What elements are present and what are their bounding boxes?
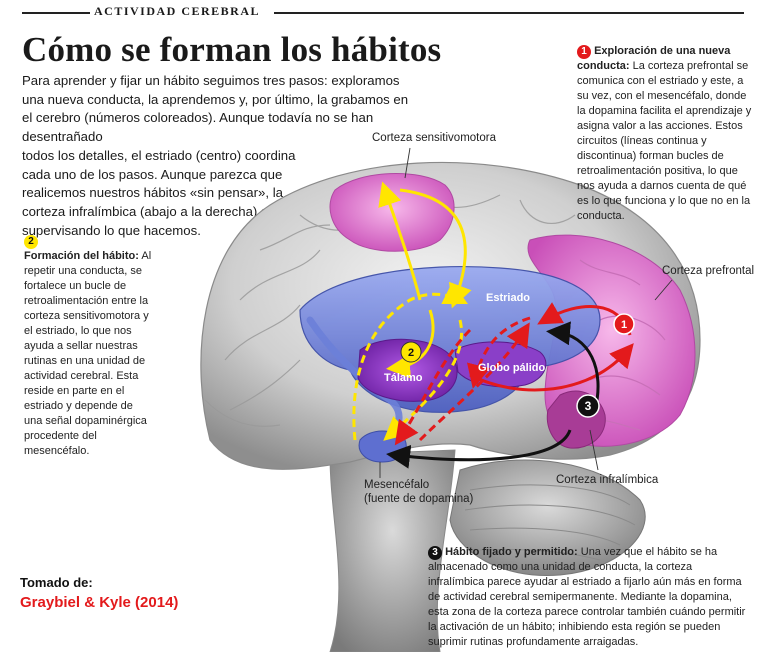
svg-text:2: 2 <box>408 347 414 359</box>
svg-text:1: 1 <box>621 319 627 331</box>
step-2-title: Formación del hábito: <box>24 250 139 262</box>
step-3-box: 3 Hábito fijado y permitido: Una vez que… <box>428 545 750 650</box>
step-3-text: Una vez que el hábito se ha almacenado c… <box>428 546 746 648</box>
marker-2: 2 <box>400 341 422 363</box>
label-thalamus: Tálamo <box>384 372 423 384</box>
step-1-title: Exploración de una nueva conducta: <box>577 45 731 72</box>
yellow-loop-dashed-b <box>352 282 469 441</box>
intro-paragraph-1: Para aprender y fijar un hábito seguimos… <box>22 73 409 145</box>
section-label: ACTIVIDAD CEREBRAL <box>94 4 261 18</box>
step-1-number: 1 <box>577 45 591 59</box>
step-1-text: La corteza prefrontal se comunica con el… <box>577 60 752 222</box>
step-2-box: 2 Formación del hábito: Al repetir una c… <box>24 234 154 459</box>
label-prefrontal: Corteza prefrontal <box>662 265 755 277</box>
step-2-number: 2 <box>24 235 38 249</box>
red-loop-dashed-c <box>418 322 530 442</box>
label-infralimbic: Corteza infralímbica <box>556 474 659 486</box>
yellow-loop-solid-c <box>386 309 435 379</box>
step-3-number: 3 <box>428 546 442 560</box>
header-rule-right <box>274 12 744 14</box>
credit-label: Tomado de: <box>20 575 93 590</box>
midbrain <box>358 430 407 463</box>
header-rule-left <box>22 12 90 14</box>
black-loop-a <box>386 429 572 469</box>
pointer-sensorimotor <box>404 147 411 179</box>
label-midbrain-note: (fuente de dopamina) <box>364 493 474 505</box>
label-sensorimotor: Corteza sensitivomotora <box>372 132 496 144</box>
brainstem <box>329 449 456 652</box>
step-2-text: Al repetir una conducta, se fortalece un… <box>24 250 152 457</box>
svg-text:3: 3 <box>585 399 592 413</box>
pointer-prefrontal <box>654 279 673 301</box>
cerebellum <box>449 459 646 577</box>
intro-text: Para aprender y fijar un hábito seguimos… <box>22 72 417 240</box>
credit-source: Graybiel & Kyle (2014) <box>20 594 179 611</box>
intro-paragraph-2: todos los detalles, el estriado (centro)… <box>22 147 296 238</box>
label-midbrain: Mesencéfalo <box>364 479 430 491</box>
marker-1: 1 <box>613 313 635 335</box>
page-title: Cómo se forman los hábitos <box>22 30 442 69</box>
black-loop-b <box>546 321 600 411</box>
marker-3: 3 <box>576 394 600 418</box>
step-3-title: Hábito fijado y permitido: <box>445 546 578 558</box>
label-globus-pallidus: Globo pálido <box>478 362 546 374</box>
red-loop-dashed-a <box>466 316 531 389</box>
yellow-loop-solid-b <box>378 181 422 301</box>
step-1-box: 1 Exploración de una nueva conducta: La … <box>577 44 755 224</box>
label-striatum: Estriado <box>486 292 531 304</box>
red-loop-dashed-b <box>394 328 472 446</box>
pointer-infralimbic <box>589 429 599 471</box>
